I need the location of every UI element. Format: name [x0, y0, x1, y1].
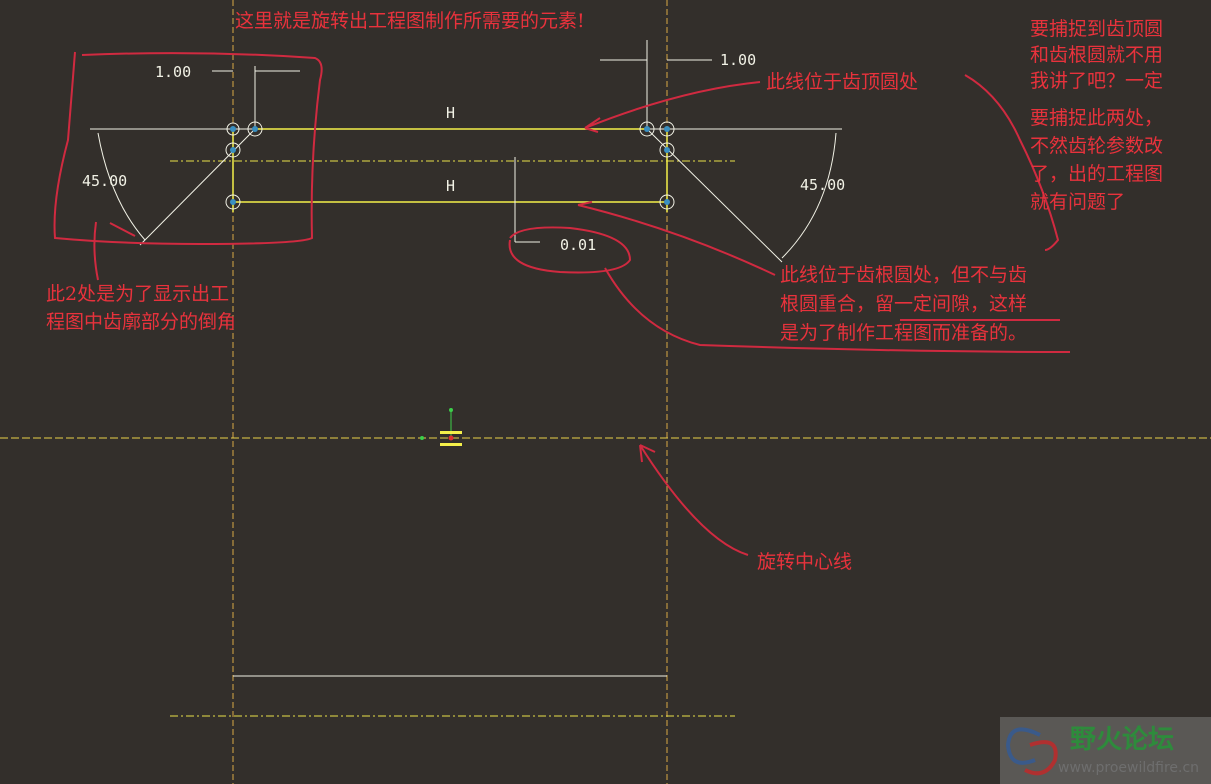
note-line: 了，出的工程图: [1030, 163, 1163, 185]
title-note: 这里就是旋转出工程图制作所需要的元素!: [235, 10, 585, 32]
note-line: 要捕捉到齿顶圆: [1030, 18, 1163, 40]
dimension-root-h[interactable]: H: [446, 177, 455, 195]
annotation-strokes: [53, 51, 1071, 556]
dimension-leaders: [212, 40, 712, 243]
dimension-left-offset[interactable]: 1.00: [155, 63, 191, 81]
note-line: 要捕捉此两处，: [1030, 107, 1163, 129]
dimension-left-angle[interactable]: 45.00: [82, 172, 127, 190]
note-root-3: 是为了制作工程图而准备的。: [780, 322, 1027, 344]
note-center-line: 旋转中心线: [757, 551, 852, 573]
note-root-2: 根圆重合，留一定间隙，这样: [780, 293, 1027, 315]
note-chamfer-2: 程图中齿廓部分的倒角: [46, 311, 236, 333]
left-chamfer-line: [139, 128, 256, 246]
note-line: 和齿根圆就不用: [1030, 44, 1163, 66]
dimension-top-h[interactable]: H: [446, 104, 455, 122]
right-angle-arc: [781, 132, 837, 259]
watermark-name: 野火论坛: [1070, 725, 1174, 755]
dimension-right-offset[interactable]: 1.00: [720, 51, 756, 69]
note-line: 我讲了吧？一定: [1030, 70, 1163, 92]
sketch-vertices[interactable]: [225, 121, 675, 210]
note-addendum-line: 此线位于齿顶圆处: [766, 71, 918, 93]
note-right-block: 要捕捉到齿顶圆 和齿根圆就不用 我讲了吧？一定 要捕捉此两处， 不然齿轮参数改 …: [1030, 18, 1163, 213]
watermark-url: www.proewildfire.cn: [1058, 760, 1199, 776]
watermark-logo: 野火论坛 www.proewildfire.cn: [1000, 717, 1211, 784]
note-line: 不然齿轮参数改: [1030, 135, 1163, 157]
note-root-1: 此线位于齿根圆处，但不与齿: [780, 264, 1027, 286]
coordinate-system-icon: [420, 408, 462, 446]
note-chamfer-1: 此2处是为了显示出工: [46, 283, 229, 305]
note-line: 就有问题了: [1030, 191, 1125, 213]
left-angle-arc: [97, 132, 146, 241]
dimension-gap[interactable]: 0.01: [560, 236, 596, 254]
dimension-right-angle[interactable]: 45.00: [800, 176, 845, 194]
